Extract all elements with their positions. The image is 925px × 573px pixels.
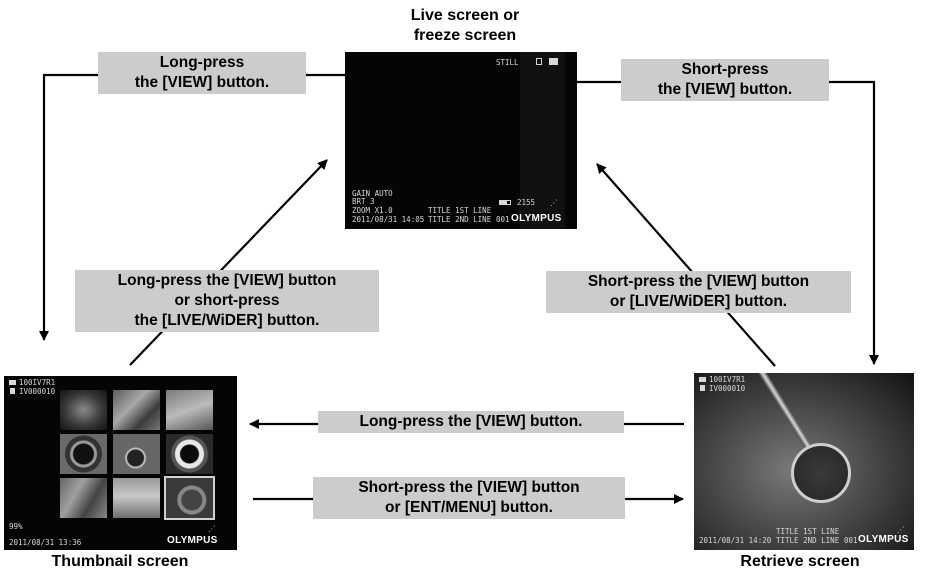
- brightness-text: BRT 3: [352, 197, 375, 206]
- thumbnail-8: [113, 478, 160, 518]
- folder-icon: [699, 377, 706, 382]
- thumbnail-5: [113, 434, 160, 474]
- battery-percent: 99%: [9, 522, 23, 531]
- thumbnail-9-selected[interactable]: [164, 476, 215, 520]
- image-count-text: 2155: [517, 198, 536, 207]
- thumbnail-1: [60, 390, 107, 430]
- signal-icon: ⋰: [208, 524, 216, 533]
- gain-text: GAIN AUTO: [352, 189, 393, 198]
- label-line: Long-press the [VIEW] button: [117, 272, 337, 289]
- live-screen: STILL GAIN AUTO BRT 3 ZOOM X1.0 2011/08/…: [345, 52, 577, 229]
- arrow-thumbnail-to-live: [129, 159, 328, 366]
- folder-name: 100IV7R1: [709, 375, 746, 384]
- live-title-line-1: Live screen or: [410, 7, 520, 24]
- olympus-logo: OLYMPUS: [167, 535, 218, 546]
- label-long-press-view-bottom: Long-press the [VIEW] button.: [318, 411, 624, 433]
- file-icon: [700, 385, 705, 391]
- label-line: or [ENT/MENU] button.: [385, 499, 553, 516]
- memory-card-icon: [549, 58, 558, 65]
- label-line: Short-press: [681, 61, 769, 78]
- folder-name: 100IV7R1: [19, 378, 56, 387]
- thumbnail-7: [60, 478, 107, 518]
- signal-icon: ⋰: [550, 198, 558, 207]
- retrieve-screen: 100IV7R1 IV000010 TITLE 1ST LINE 2011/08…: [694, 373, 914, 550]
- zoom-text: ZOOM X1.0: [352, 206, 393, 215]
- file-name: IV000010: [709, 384, 746, 393]
- label-line: the [VIEW] button.: [134, 74, 270, 91]
- hole-ring: [791, 443, 851, 503]
- file-name: IV000010: [19, 387, 56, 396]
- title-line-1: TITLE 1ST LINE: [428, 206, 492, 215]
- datetime-text: 2011/08/31 14:20: [699, 536, 772, 545]
- thumbnail-screen-title: Thumbnail screen: [51, 553, 189, 570]
- olympus-logo: OLYMPUS: [511, 213, 562, 224]
- datetime-text: 2011/08/31 14:05: [352, 215, 425, 224]
- label-line: Short-press the [VIEW] button: [358, 479, 580, 496]
- status-text: STILL: [496, 58, 519, 67]
- olympus-logo: OLYMPUS: [858, 534, 909, 545]
- label-short-press-view-or-ent: Short-press the [VIEW] button or [ENT/ME…: [313, 477, 625, 519]
- battery-icon: [499, 200, 511, 205]
- label-line: Long-press: [159, 54, 245, 71]
- arrow-retrieve-to-live: [596, 163, 776, 367]
- thumbnail-4: [60, 434, 107, 474]
- thumbnail-3: [166, 390, 213, 430]
- label-line: or short-press: [174, 292, 280, 309]
- thumbnail-2: [113, 390, 160, 430]
- label-long-press-view-or-live: Long-press the [VIEW] button or short-pr…: [75, 270, 379, 332]
- title-line-1: TITLE 1ST LINE: [776, 527, 840, 536]
- screen-shade: [520, 52, 565, 229]
- file-icon: [10, 388, 15, 394]
- thumbnail-6: [166, 434, 213, 474]
- thumbnail-screen: 100IV7R1 IV000010 99% 2011/08/31 13:36 ⋰…: [4, 376, 237, 550]
- index-text: 001: [844, 536, 858, 545]
- label-line: the [LIVE/WiDER] button.: [134, 312, 320, 329]
- folder-icon: [9, 380, 16, 385]
- title-line-2: TITLE 2ND LINE: [776, 536, 840, 545]
- label-short-press-view: Short-press the [VIEW] button.: [621, 59, 829, 101]
- label-long-press-view: Long-press the [VIEW] button.: [98, 52, 306, 94]
- retrieve-screen-title: Retrieve screen: [740, 553, 860, 570]
- index-text: 001: [496, 215, 510, 224]
- label-line: or [LIVE/WiDER] button.: [609, 293, 788, 310]
- label-line: the [VIEW] button.: [657, 81, 793, 98]
- datetime-text: 2011/08/31 13:36: [9, 538, 82, 547]
- display-icon: [536, 58, 542, 65]
- label-line: Long-press the [VIEW] button.: [359, 413, 583, 430]
- label-short-press-view-or-live: Short-press the [VIEW] button or [LIVE/W…: [546, 271, 851, 313]
- live-screen-title: Live screen or freeze screen: [380, 6, 550, 46]
- label-line: Short-press the [VIEW] button: [587, 273, 810, 290]
- signal-icon: ⋰: [897, 525, 905, 534]
- title-line-2: TITLE 2ND LINE: [428, 215, 492, 224]
- arrow-live-to-retrieve: [577, 80, 879, 365]
- live-title-line-2: freeze screen: [413, 27, 517, 44]
